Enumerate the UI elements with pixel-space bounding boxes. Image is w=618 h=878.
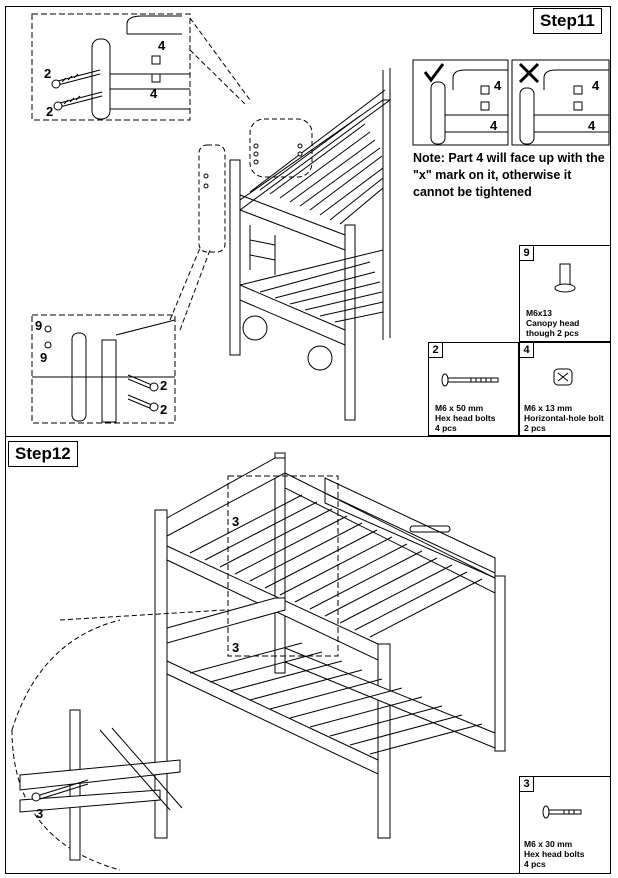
leader-lines xyxy=(169,17,313,331)
part-box-4: 4 M6 x 13 mm Horizontal-hole bolt 2 pcs xyxy=(519,342,611,436)
hex-bolt-icon xyxy=(441,373,499,387)
step-divider xyxy=(5,436,611,437)
part-number: 4 xyxy=(520,343,534,358)
incorrect-orientation-image xyxy=(511,59,610,146)
callout-4: 4 xyxy=(150,86,158,101)
bunk-bed-partial-drawing xyxy=(229,68,392,421)
part-description: M6 x 30 mm Hex head bolts 4 pcs xyxy=(524,839,585,869)
part-number: 9 xyxy=(520,246,534,261)
callout-4: 4 xyxy=(490,118,498,133)
callout-9: 9 xyxy=(40,350,48,365)
detail-inset-top xyxy=(31,13,191,121)
part-description: M6x13 Canopy head though 2 pcs xyxy=(526,308,580,338)
instruction-page xyxy=(5,6,611,874)
callout-3: 3 xyxy=(232,640,240,655)
detail-inset-bottom xyxy=(31,314,176,424)
step11-label: Step11 xyxy=(533,8,602,34)
detail-circle xyxy=(11,609,226,871)
part-box-3: 3 M6 x 30 mm Hex head bolts 4 pcs xyxy=(519,776,611,874)
part-box-9: 9 M6x13 Canopy head though 2 pcs xyxy=(519,245,611,342)
callout-4: 4 xyxy=(588,118,596,133)
callout-3: 3 xyxy=(232,514,240,529)
part-description: M6 x 50 mm Hex head bolts 4 pcs xyxy=(435,403,496,433)
part-description: M6 x 13 mm Horizontal-hole bolt 2 pcs xyxy=(524,403,604,433)
callout-2: 2 xyxy=(160,378,168,393)
correct-orientation-image xyxy=(412,59,509,146)
callout-2: 2 xyxy=(46,104,54,119)
callout-2: 2 xyxy=(160,402,168,417)
orientation-note: Note: Part 4 will face up with the "x" m… xyxy=(413,151,605,199)
bolt-markers xyxy=(203,143,303,189)
bunk-bed-full-drawing xyxy=(154,452,506,839)
hex-bolt-icon xyxy=(542,805,582,819)
part-box-2: 2 M6 x 50 mm Hex head bolts 4 pcs xyxy=(428,342,519,436)
part-number: 3 xyxy=(520,777,534,792)
callout-4: 4 xyxy=(158,38,166,53)
callout-9: 9 xyxy=(35,318,43,333)
part-number: 2 xyxy=(429,343,443,358)
callout-3: 3 xyxy=(36,806,44,821)
horizontal-hole-bolt-icon xyxy=(553,368,573,386)
callout-4: 4 xyxy=(494,78,502,93)
callout-4: 4 xyxy=(592,78,600,93)
callout-2: 2 xyxy=(44,66,52,81)
canopy-head-icon xyxy=(554,263,576,293)
step12-label: Step12 xyxy=(8,441,78,467)
